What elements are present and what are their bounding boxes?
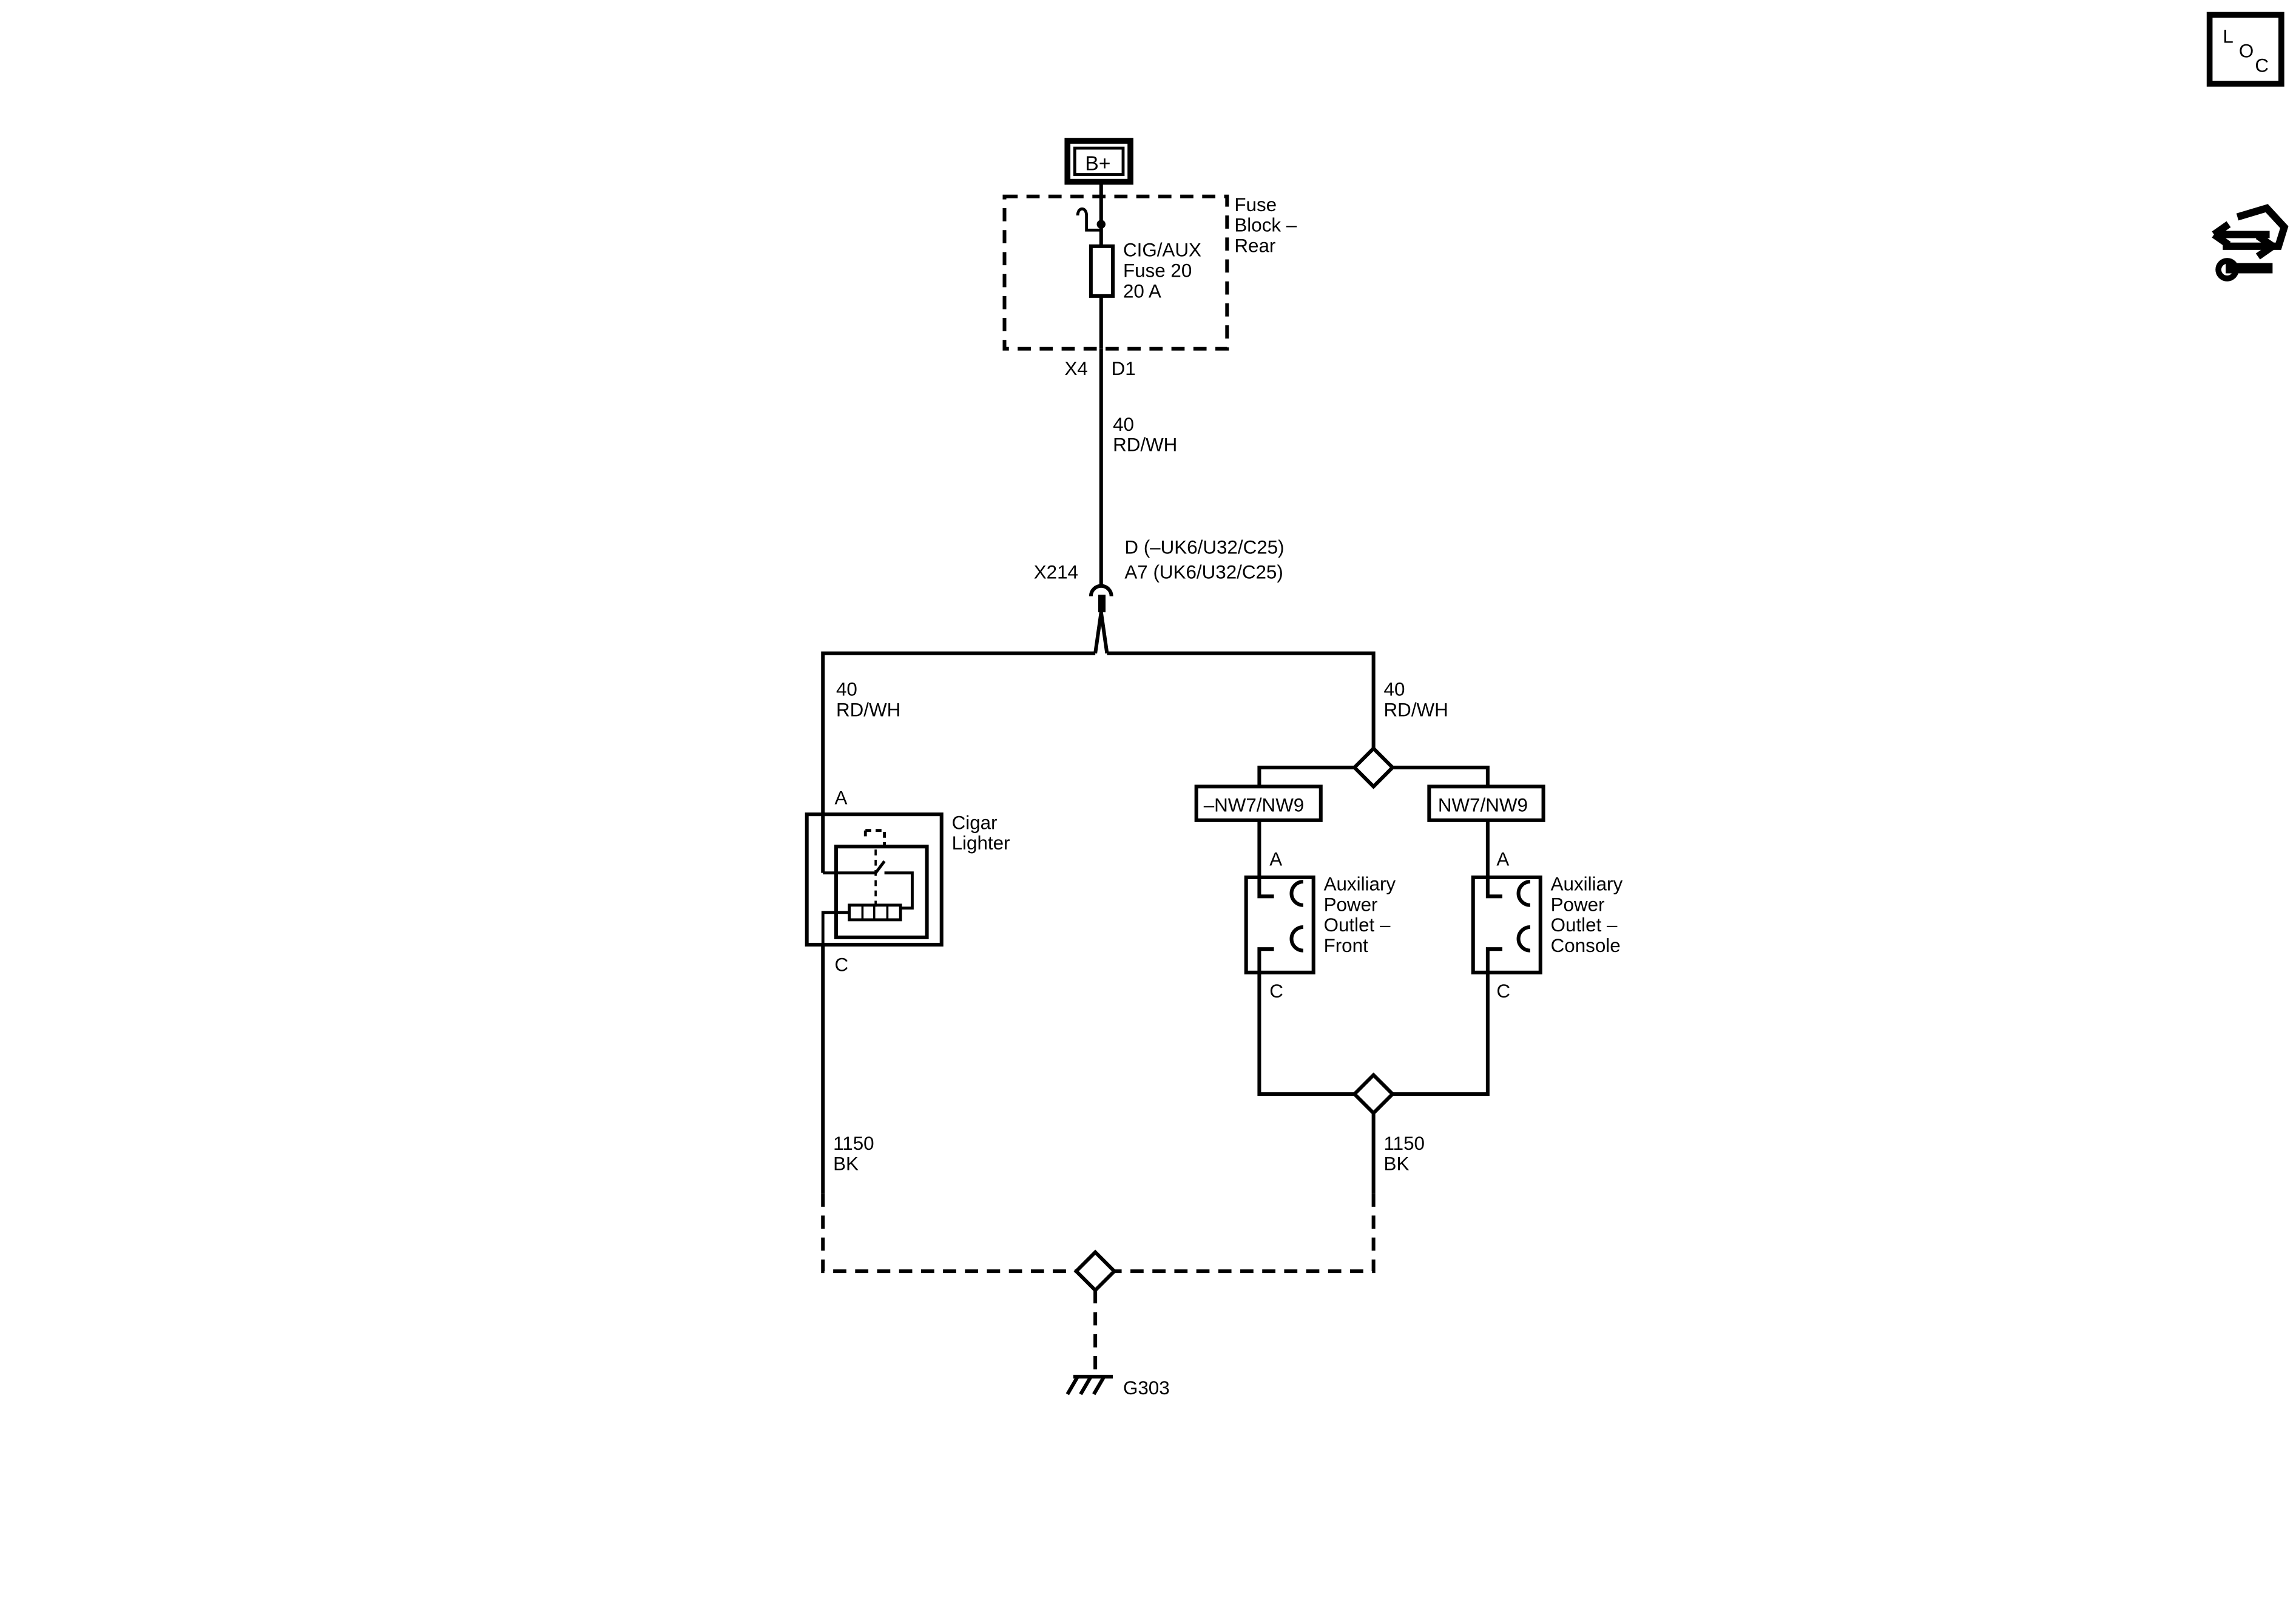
x214-label: X214 xyxy=(1034,562,1078,583)
power-label: B+ xyxy=(1085,152,1110,175)
ground-splice xyxy=(1073,1249,1117,1374)
fuse-block-name-line1: Fuse xyxy=(1234,194,1277,215)
splice-top-right xyxy=(1257,746,1490,789)
apo-console-name-line1: Auxiliary xyxy=(1551,874,1623,895)
x214-connector: X214 D (–UK6/U32/C25) A7 (UK6/U32/C25) xyxy=(1034,537,1285,654)
wire-right-gauge: 40 xyxy=(1384,679,1405,700)
wire-right-color: RD/WH xyxy=(1384,699,1448,720)
apo-front-name-line3: Outlet – xyxy=(1324,914,1391,936)
cigar-pin-c: C xyxy=(835,954,849,975)
wire-40-left: 40 RD/WH xyxy=(821,651,1096,815)
fuse-block-name-line2: Block – xyxy=(1234,215,1297,236)
wire-top-gauge: 40 xyxy=(1113,414,1134,435)
option-box-left: –NW7/NW9 xyxy=(1194,785,1323,822)
splice-bottom-right xyxy=(1257,972,1490,1116)
apo-front-pin-c: C xyxy=(1269,981,1283,1002)
loc-icon[interactable]: L O C xyxy=(2206,12,2284,87)
wire-40-top: 40 RD/WH xyxy=(1099,348,1177,586)
apo-console-pin-a: A xyxy=(1496,849,1509,870)
apo-front-name-line4: Front xyxy=(1324,935,1368,956)
aux-power-outlet-console: A C Auxiliary Power Outlet – Console xyxy=(1471,820,1623,1002)
ground-label: G303 xyxy=(1123,1377,1170,1399)
ground-wire-right: 1150 BK xyxy=(1114,1113,1425,1274)
aux-power-outlet-front: A C Auxiliary Power Outlet – Front xyxy=(1244,820,1396,1002)
fuse-label-line3: 20 A xyxy=(1123,280,1161,302)
option-left-label: –NW7/NW9 xyxy=(1204,794,1305,815)
ground-left-color: BK xyxy=(833,1153,859,1175)
apo-console-pin-c: C xyxy=(1496,981,1510,1002)
cigar-name-line2: Lighter xyxy=(952,832,1010,854)
apo-front-pin-a: A xyxy=(1269,849,1282,870)
loc-icon-letter-o: O xyxy=(2239,40,2254,61)
fuse-block-connector-d1: D1 xyxy=(1112,358,1136,379)
wire-left-color: RD/WH xyxy=(836,699,900,720)
loc-icon-letter-l: L xyxy=(2223,25,2233,47)
ground-right-gauge: 1150 xyxy=(1384,1133,1425,1154)
wire-left-gauge: 40 xyxy=(836,679,857,700)
apo-front-name-line2: Power xyxy=(1324,894,1378,915)
fuse-block-connector-x4: X4 xyxy=(1064,358,1087,379)
fuse-label-line2: Fuse 20 xyxy=(1123,260,1192,281)
loc-icon-letter-c: C xyxy=(2255,55,2269,76)
wire-40-right: 40 RD/WH xyxy=(1107,651,1448,749)
fuse-label-line1: CIG/AUX xyxy=(1123,240,1201,261)
wire-top-color: RD/WH xyxy=(1113,434,1177,456)
option-box-right: NW7/NW9 xyxy=(1427,785,1545,822)
x214-pin-line1: D (–UK6/U32/C25) xyxy=(1124,537,1284,558)
cigar-name-line1: Cigar xyxy=(952,812,998,833)
ground-g303-icon: G303 xyxy=(1065,1374,1170,1399)
battery-positive-terminal: B+ xyxy=(1064,138,1133,185)
fuse-block-name-line3: Rear xyxy=(1234,235,1275,256)
option-right-label: NW7/NW9 xyxy=(1438,794,1528,815)
x214-pin-line2: A7 (UK6/U32/C25) xyxy=(1124,562,1283,583)
apo-console-name-line4: Console xyxy=(1551,935,1621,956)
ground-left-gauge: 1150 xyxy=(833,1133,874,1154)
fuse-block-rear: CIG/AUX Fuse 20 20 A Fuse Block – Rear X… xyxy=(1002,181,1297,379)
cigar-pin-a: A xyxy=(835,787,848,808)
ground-wire-left: 1150 BK xyxy=(821,944,1076,1274)
cigar-lighter: A C Cigar Lighter xyxy=(805,787,1010,975)
ground-right-color: BK xyxy=(1384,1153,1410,1175)
apo-console-name-line2: Power xyxy=(1551,894,1605,915)
apo-front-name-line1: Auxiliary xyxy=(1324,874,1396,895)
diagnostic-tools-icon[interactable] xyxy=(2212,204,2289,282)
apo-console-name-line3: Outlet – xyxy=(1551,914,1618,936)
